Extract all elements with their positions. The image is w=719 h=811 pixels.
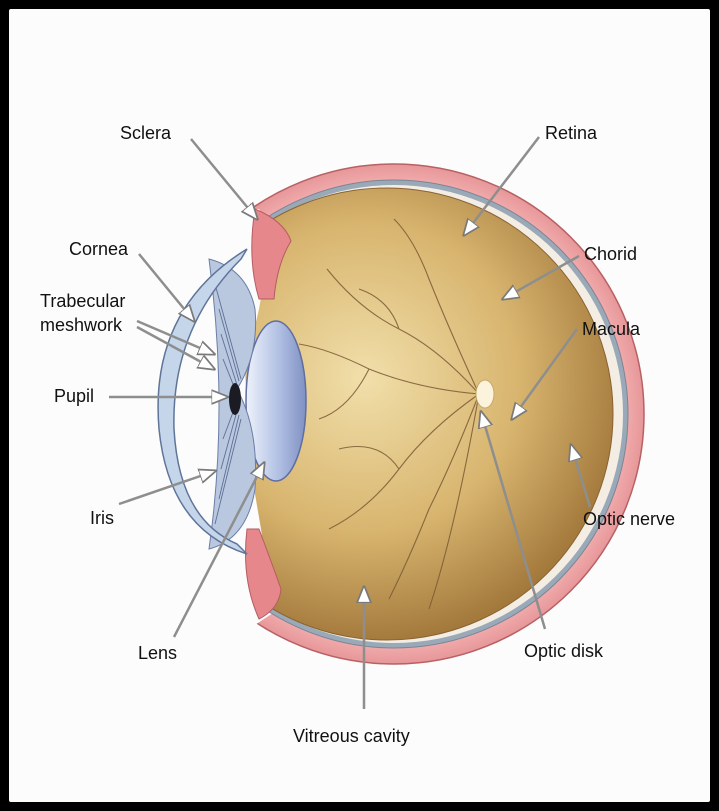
leader-sclera	[191, 139, 257, 219]
diagram-frame: Sclera Retina Cornea Chorid Trabecular m…	[9, 9, 710, 802]
label-trabecular: Trabecular	[40, 291, 125, 311]
label-sclera: Sclera	[120, 123, 172, 143]
label-optic-disk: Optic disk	[524, 641, 604, 661]
label-optic-nerve: Optic nerve	[583, 509, 675, 529]
label-chorid: Chorid	[584, 244, 637, 264]
label-cornea: Cornea	[69, 239, 129, 259]
label-pupil: Pupil	[54, 386, 94, 406]
pupil-shape	[229, 383, 241, 415]
optic-disk-shape	[476, 380, 494, 408]
label-iris: Iris	[90, 508, 114, 528]
label-vitreous-cavity: Vitreous cavity	[293, 726, 410, 746]
eye-anatomy-diagram: Sclera Retina Cornea Chorid Trabecular m…	[9, 9, 710, 802]
label-macula: Macula	[582, 319, 641, 339]
label-retina: Retina	[545, 123, 598, 143]
label-lens: Lens	[138, 643, 177, 663]
label-meshwork: meshwork	[40, 315, 123, 335]
